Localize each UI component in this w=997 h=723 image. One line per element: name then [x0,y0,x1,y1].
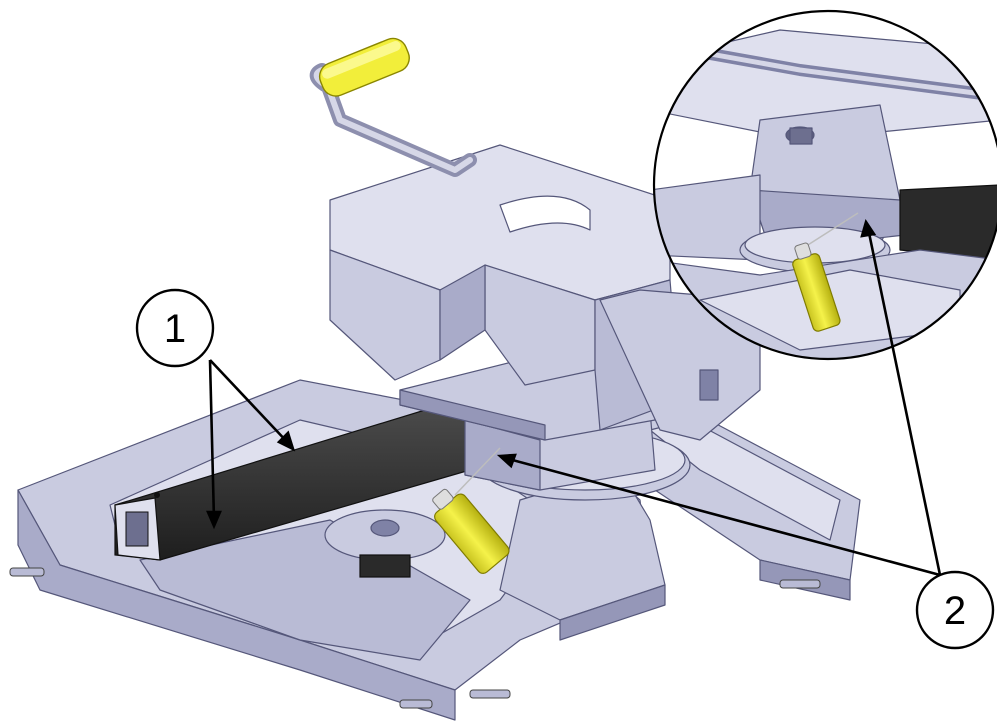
detail-inset [652,9,997,361]
lubricant-spray-can-icon [432,447,510,574]
base-right-arm-front [559,584,666,641]
hitch-head-left-jaw [329,249,441,381]
callout-2: 2 [915,570,995,650]
frame-pins [9,567,821,709]
crank-handle [309,37,477,177]
leader-lines [206,218,942,577]
callout-2-label: 2 [944,589,966,633]
callout-1-label: 1 [164,307,186,351]
base-frame-front [17,489,456,721]
crank-grip [318,37,410,97]
hitch-head [329,144,761,441]
hitch-pedestal [399,354,656,491]
slider-rail [114,409,471,561]
callout-1: 1 [135,288,215,368]
